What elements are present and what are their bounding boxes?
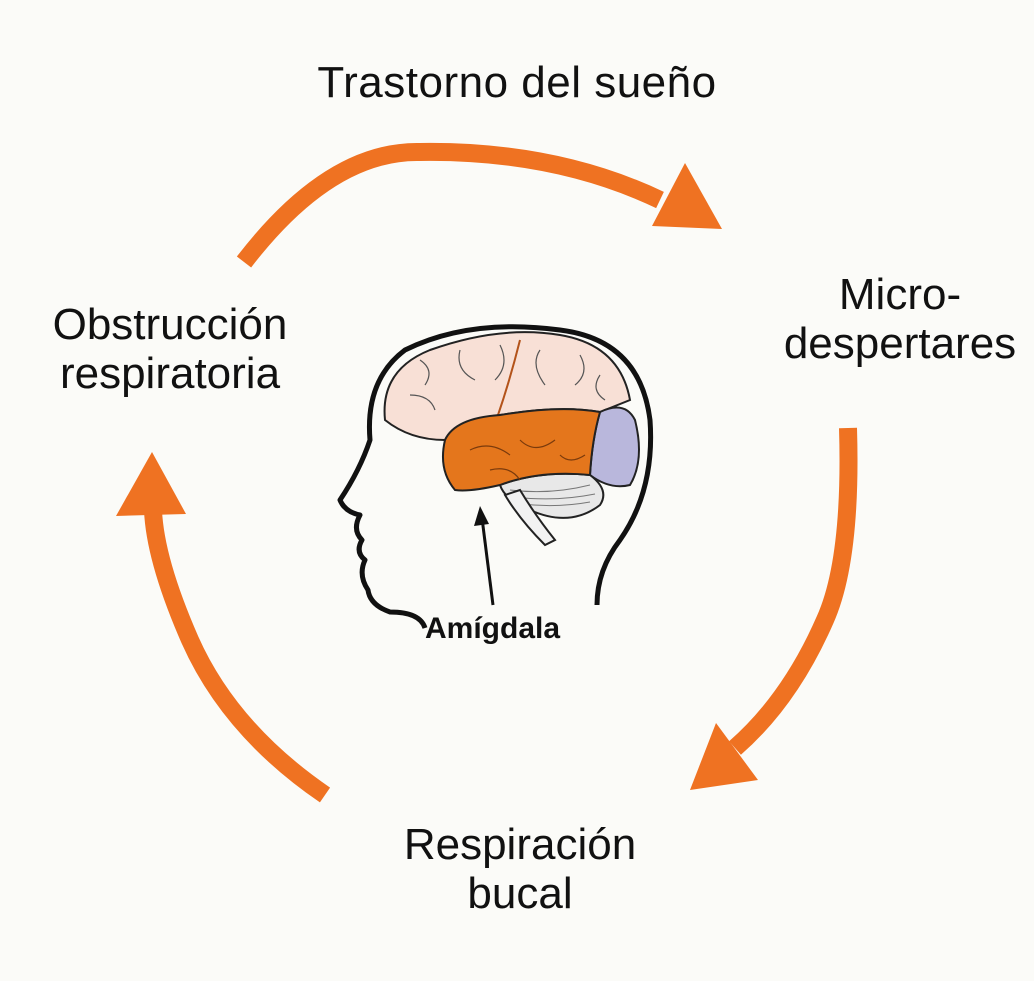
- node-sleep-disorder: Trastorno del sueño: [317, 58, 717, 107]
- temporal-lobe: [442, 408, 602, 492]
- node-micro-awakenings: Micro- despertares: [760, 270, 1034, 369]
- amygdala-pointer: [474, 506, 495, 606]
- brain: [383, 331, 640, 547]
- node-micro-awakenings-line2: despertares: [783, 319, 1017, 369]
- arrow-right: [690, 427, 858, 790]
- amygdala-label: Amígdala: [425, 612, 561, 645]
- arrow-top: [236, 142, 722, 268]
- node-mouth-breathing-line1: Respiración: [403, 820, 637, 869]
- head-outline: [337, 324, 654, 629]
- node-mouth-breathing-line2: bucal: [467, 869, 573, 919]
- brainstem: [503, 488, 557, 547]
- node-micro-awakenings-line1: Micro-: [838, 270, 962, 319]
- node-mouth-breathing: Respiración bucal: [330, 820, 710, 919]
- node-airway-obstruction-line1: Obstrucción: [52, 300, 288, 349]
- node-airway-obstruction: Obstrucción respiratoria: [0, 300, 340, 399]
- arrow-left: [116, 452, 331, 803]
- node-airway-obstruction-line2: respiratoria: [59, 349, 281, 399]
